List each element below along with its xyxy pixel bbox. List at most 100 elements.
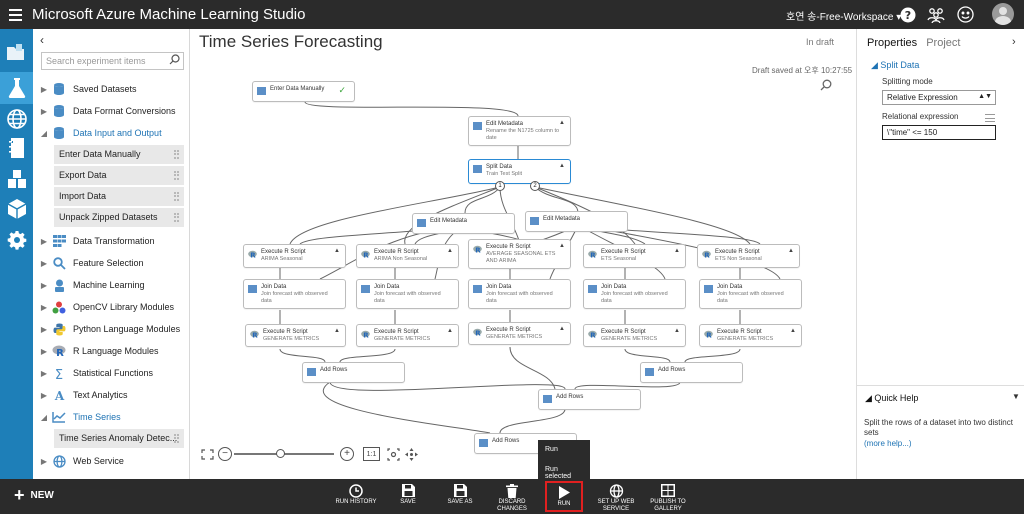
- datasets-icon[interactable]: [0, 164, 33, 194]
- settings-gear-icon[interactable]: [0, 225, 33, 255]
- caret-up-icon[interactable]: ▲: [334, 248, 340, 254]
- help-icon[interactable]: ?: [898, 5, 917, 24]
- palette-category-data-input-output[interactable]: ◢ Data Input and Output: [33, 123, 190, 143]
- module-enter-data-manually[interactable]: Enter Data Manually ✓: [252, 81, 355, 102]
- palette-category-text-analytics[interactable]: ▶ A Text Analytics: [33, 385, 190, 405]
- drag-handle-icon[interactable]: [174, 434, 179, 443]
- module-execute-r-arima-non-seasonal[interactable]: R Execute R Script ARIMA Non Seasonal ▲: [356, 244, 459, 268]
- relational-expression-input[interactable]: \"time" <= 150: [882, 125, 996, 140]
- pan-icon[interactable]: [404, 447, 418, 461]
- drag-handle-icon[interactable]: [174, 171, 179, 180]
- palette-category-machine-learning[interactable]: ▶ Machine Learning: [33, 275, 190, 295]
- chevron-down-icon[interactable]: ▼: [1012, 392, 1020, 401]
- module-generate-metrics-5[interactable]: R Execute R Script GENERATE METRICS ▲: [699, 324, 802, 347]
- set-up-web-service-button[interactable]: SET UP WEB SERVICE: [593, 483, 639, 513]
- experiment-canvas[interactable]: Time Series Forecasting In draft Draft s…: [190, 29, 856, 479]
- canvas-search-icon[interactable]: [820, 79, 832, 94]
- save-button[interactable]: SAVE: [385, 483, 431, 506]
- discard-changes-button[interactable]: DISCARD CHANGES: [489, 483, 535, 513]
- palette-item-time-series-anomaly-detection[interactable]: Time Series Anomaly Detec...: [54, 429, 184, 448]
- module-join-data-2[interactable]: Join Data Join forecast with observed da…: [356, 279, 459, 309]
- module-add-rows-1[interactable]: Add Rows: [302, 362, 405, 383]
- experiments-flask-icon[interactable]: [0, 72, 33, 104]
- actual-size-button[interactable]: 1:1: [363, 447, 380, 461]
- module-execute-r-arima-seasonal[interactable]: R Execute R Script ARIMA Seasonal ▲: [243, 244, 346, 268]
- run-menu-item[interactable]: Run: [545, 446, 558, 453]
- caret-up-icon[interactable]: ▲: [790, 328, 796, 334]
- palette-category-opencv[interactable]: ▶ OpenCV Library Modules: [33, 297, 190, 317]
- drag-handle-icon[interactable]: [174, 213, 179, 222]
- save-as-button[interactable]: SAVE AS: [437, 483, 483, 506]
- module-join-data-3[interactable]: Join Data Join forecast with observed da…: [468, 279, 571, 309]
- caret-up-icon[interactable]: ▲: [447, 248, 453, 254]
- module-generate-metrics-3[interactable]: R Execute R Script GENERATE METRICS ▲: [468, 322, 571, 345]
- palette-category-python[interactable]: ▶ Python Language Modules: [33, 319, 190, 339]
- web-services-globe-icon[interactable]: [0, 104, 33, 134]
- caret-up-icon[interactable]: ▲: [788, 248, 794, 254]
- palette-category-web-service[interactable]: ▶ Web Service: [33, 451, 190, 471]
- caret-up-icon[interactable]: ▲: [674, 328, 680, 334]
- zoom-slider-thumb[interactable]: [276, 449, 285, 458]
- module-split-data[interactable]: Split Data Train Test Split ▲: [468, 159, 571, 184]
- properties-section-header[interactable]: ◢ Split Data: [871, 60, 920, 70]
- text-editor-icon[interactable]: [985, 114, 995, 122]
- caret-up-icon[interactable]: ▲: [674, 248, 680, 254]
- community-icon[interactable]: [926, 5, 945, 24]
- module-join-data-5[interactable]: Join Data Join forecast with observed da…: [699, 279, 802, 309]
- module-edit-metadata-1[interactable]: Edit Metadata: [412, 213, 515, 234]
- module-generate-metrics-1[interactable]: R Execute R Script GENERATE METRICS ▲: [245, 324, 346, 347]
- fit-to-screen-icon[interactable]: [200, 447, 214, 461]
- module-add-rows-2[interactable]: Add Rows: [640, 362, 743, 383]
- module-generate-metrics-2[interactable]: R Execute R Script GENERATE METRICS ▲: [356, 324, 459, 347]
- palette-category-saved-datasets[interactable]: ▶ Saved Datasets: [33, 79, 190, 99]
- palette-category-r-language[interactable]: ▶ R R Language Modules: [33, 341, 190, 361]
- tab-properties[interactable]: Properties: [867, 37, 918, 49]
- module-execute-r-average-seasonal[interactable]: R Execute R Script AVERAGE SEASONAL ETS …: [468, 239, 571, 269]
- zoom-out-button[interactable]: −: [218, 447, 232, 461]
- caret-up-icon[interactable]: ▲: [334, 328, 340, 334]
- palette-item-import-data[interactable]: Import Data: [54, 187, 184, 206]
- collapse-properties-button[interactable]: ›: [1012, 36, 1016, 48]
- splitting-mode-select[interactable]: Relative Expression ▲▼: [882, 90, 996, 105]
- module-generate-metrics-4[interactable]: R Execute R Script GENERATE METRICS ▲: [583, 324, 686, 347]
- new-button[interactable]: + NEW: [14, 485, 54, 505]
- module-join-data-4[interactable]: Join Data Join forecast with observed da…: [583, 279, 686, 309]
- zoom-in-button[interactable]: +: [340, 447, 354, 461]
- notebooks-icon[interactable]: [0, 133, 33, 163]
- caret-up-icon[interactable]: ▲: [559, 243, 565, 249]
- module-add-rows-3[interactable]: Add Rows: [538, 389, 641, 410]
- more-help-link[interactable]: (more help...): [864, 439, 912, 448]
- search-icon[interactable]: [169, 54, 180, 67]
- publish-to-gallery-button[interactable]: PUBLISH TO GALLERY: [645, 483, 691, 513]
- palette-category-feature-selection[interactable]: ▶ Feature Selection: [33, 253, 190, 273]
- palette-item-unpack-zipped-datasets[interactable]: Unpack Zipped Datasets: [54, 208, 184, 227]
- projects-icon[interactable]: [0, 37, 33, 67]
- module-edit-metadata-rename[interactable]: Edit Metadata Rename the N1725 column to…: [468, 116, 571, 146]
- search-experiment-items-input[interactable]: Search experiment items: [41, 52, 184, 70]
- caret-up-icon[interactable]: ▲: [559, 326, 565, 332]
- run-selected-menu-item[interactable]: Run selected: [545, 466, 572, 480]
- menu-icon[interactable]: [0, 0, 30, 29]
- module-join-data-1[interactable]: Join Data Join forecast with observed da…: [243, 279, 346, 309]
- module-edit-metadata-2[interactable]: Edit Metadata: [525, 211, 628, 232]
- caret-up-icon[interactable]: ▲: [559, 120, 565, 126]
- experiment-title[interactable]: Time Series Forecasting: [199, 32, 383, 51]
- trained-models-cube-icon[interactable]: [0, 194, 33, 224]
- collapse-palette-button[interactable]: ‹: [40, 33, 44, 47]
- center-view-icon[interactable]: [386, 447, 400, 461]
- tab-project[interactable]: Project: [926, 37, 961, 49]
- module-execute-r-ets-seasonal[interactable]: R Execute R Script ETS Seasonal ▲: [583, 244, 686, 268]
- caret-up-icon[interactable]: ▲: [447, 328, 453, 334]
- palette-category-data-transformation[interactable]: ▶ Data Transformation: [33, 231, 190, 251]
- caret-up-icon[interactable]: ▲: [559, 163, 565, 169]
- palette-category-data-format-conversions[interactable]: ▶ Data Format Conversions: [33, 101, 190, 121]
- drag-handle-icon[interactable]: [174, 192, 179, 201]
- palette-category-time-series[interactable]: ◢ Time Series: [33, 407, 190, 427]
- module-execute-r-ets-non-seasonal[interactable]: R Execute R Script ETS Non Seasonal ▲: [697, 244, 800, 268]
- feedback-smiley-icon[interactable]: [956, 5, 975, 24]
- drag-handle-icon[interactable]: [174, 150, 179, 159]
- palette-category-statistical-functions[interactable]: ▶ Σ Statistical Functions: [33, 363, 190, 383]
- run-history-button[interactable]: RUN HISTORY: [333, 483, 379, 506]
- workspace-selector[interactable]: 호연 송-Free-Workspace ▾: [786, 12, 902, 23]
- output-port-2[interactable]: 2: [530, 181, 540, 191]
